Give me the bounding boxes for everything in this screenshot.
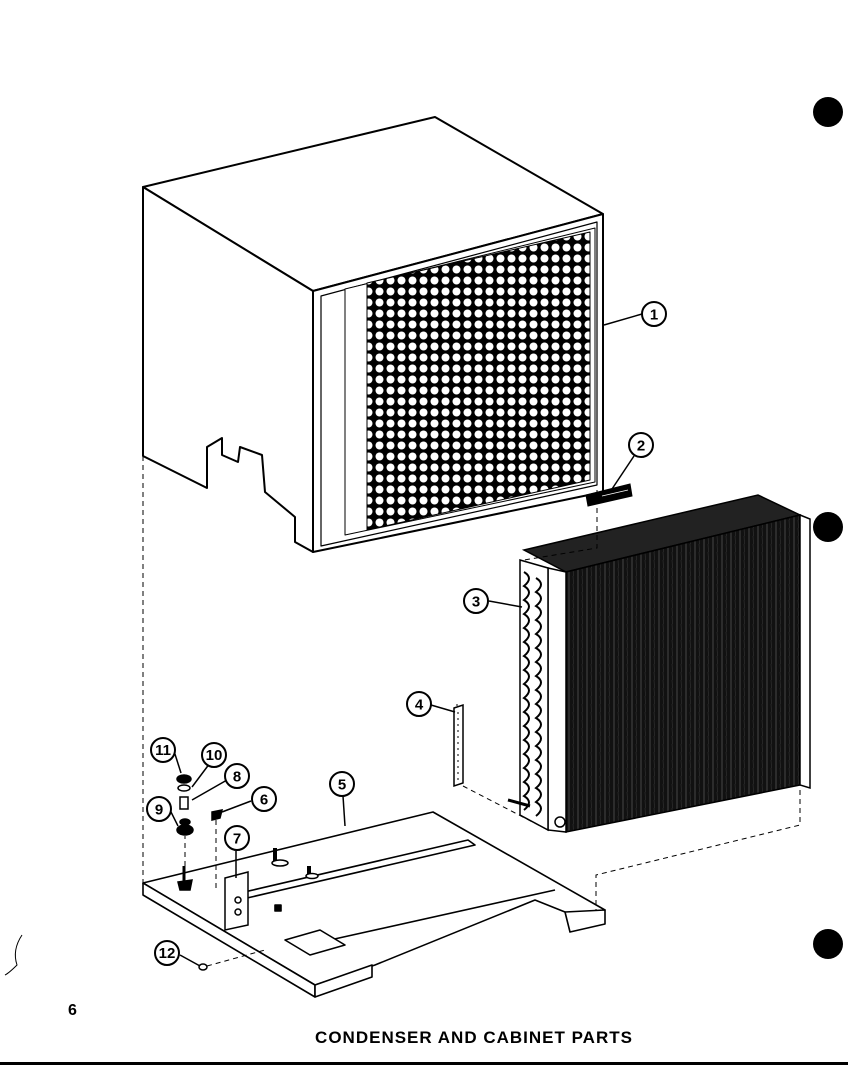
leader-lines — [170, 313, 643, 967]
cabinet — [142, 116, 604, 553]
page-number: 6 — [68, 1002, 77, 1019]
callout-5-text: 5 — [338, 777, 346, 794]
callout-5: 5 — [329, 771, 355, 797]
callout-9-text: 9 — [155, 802, 163, 819]
page-caption: CONDENSER AND CABINET PARTS — [315, 1028, 633, 1047]
callout-12-text: 12 — [159, 945, 176, 962]
callout-9: 9 — [146, 796, 172, 822]
callout-11-text: 11 — [155, 742, 171, 759]
callout-4: 4 — [406, 691, 432, 717]
coil-bracket — [453, 703, 464, 788]
callout-1-text: 1 — [650, 307, 658, 324]
callout-10: 10 — [201, 742, 227, 768]
bottom-rule — [0, 1062, 848, 1065]
callout-2: 2 — [628, 432, 654, 458]
callout-1: 1 — [641, 301, 667, 327]
callout-11: 11 — [150, 737, 176, 763]
hardware-stack — [176, 774, 319, 971]
mount-bracket — [224, 871, 249, 931]
callout-12: 12 — [154, 940, 180, 966]
callout-7: 7 — [224, 825, 250, 851]
binding-hole-middle — [813, 512, 843, 542]
cabinet-grille — [366, 231, 591, 531]
binding-hole-bottom — [813, 929, 843, 959]
callout-6: 6 — [251, 786, 277, 812]
base-pan — [142, 811, 606, 998]
callout-3: 3 — [463, 588, 489, 614]
assembly-lines — [142, 456, 801, 967]
callout-8-text: 8 — [233, 769, 241, 786]
callout-7-text: 7 — [233, 831, 241, 848]
edge-mark — [4, 934, 23, 976]
callout-10-text: 10 — [206, 747, 223, 764]
condenser-coil — [507, 494, 811, 833]
callout-3-text: 3 — [472, 594, 480, 611]
callout-2-text: 2 — [637, 438, 645, 455]
binding-hole-top — [813, 97, 843, 127]
callout-4-text: 4 — [415, 697, 424, 714]
callout-8: 8 — [224, 763, 250, 789]
callout-6-text: 6 — [260, 792, 268, 809]
